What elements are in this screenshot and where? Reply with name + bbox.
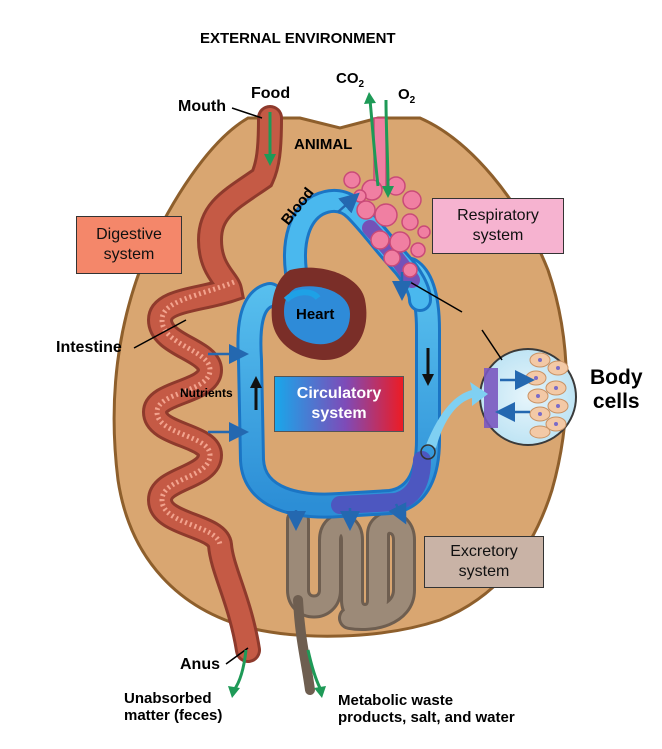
black-flow-arrows — [250, 348, 434, 410]
unabsorbed-label: Unabsorbed matter (feces) — [124, 690, 223, 724]
body-cells-label: Body cells — [590, 366, 643, 413]
circulatory-system-box: Circulatory system — [274, 376, 404, 432]
body-cells-circle — [479, 348, 577, 446]
blue-flow-arrows — [208, 192, 412, 531]
leader-lines — [133, 107, 503, 665]
co2-label: CO2 — [336, 70, 365, 90]
digestive-system-box: Digestive system — [76, 216, 182, 274]
circulatory-line1: Circulatory — [296, 385, 382, 402]
respiratory-organ — [343, 117, 431, 278]
body-cells-callout-arrow — [426, 382, 488, 448]
mouth-label: Mouth — [178, 98, 226, 115]
zoom-marker-circle — [420, 444, 436, 460]
excretory-system-box: Excretory system — [424, 536, 544, 588]
metabolic-waste-label: Metabolic waste products, salt, and wate… — [338, 692, 515, 726]
food-label: Food — [251, 85, 291, 102]
green-arrows — [228, 92, 394, 698]
respiratory-line2: system — [472, 227, 524, 244]
digestive-tract — [141, 105, 283, 663]
respiratory-line1: Respiratory — [457, 207, 539, 224]
respiratory-system-box: Respiratory system — [432, 198, 564, 254]
heart-label: Heart — [296, 306, 335, 323]
animal-label: ANIMAL — [294, 136, 353, 153]
excretory-line2: system — [458, 563, 510, 580]
digestive-line1: Digestive — [96, 226, 162, 243]
digestive-line2: system — [103, 246, 155, 263]
anus-label: Anus — [180, 656, 220, 673]
excretory-line1: Excretory — [450, 543, 518, 560]
nutrients-label: Nutrients — [180, 386, 233, 400]
circulatory-line2: system — [311, 405, 367, 422]
o2-label: O2 — [398, 86, 416, 106]
circulatory-system-label: Circulatory system — [297, 384, 381, 424]
heart-organ — [271, 267, 367, 360]
excretory-tube — [286, 508, 416, 695]
diagram-title: EXTERNAL ENVIRONMENT — [200, 30, 396, 47]
intestine-label: Intestine — [56, 339, 122, 356]
